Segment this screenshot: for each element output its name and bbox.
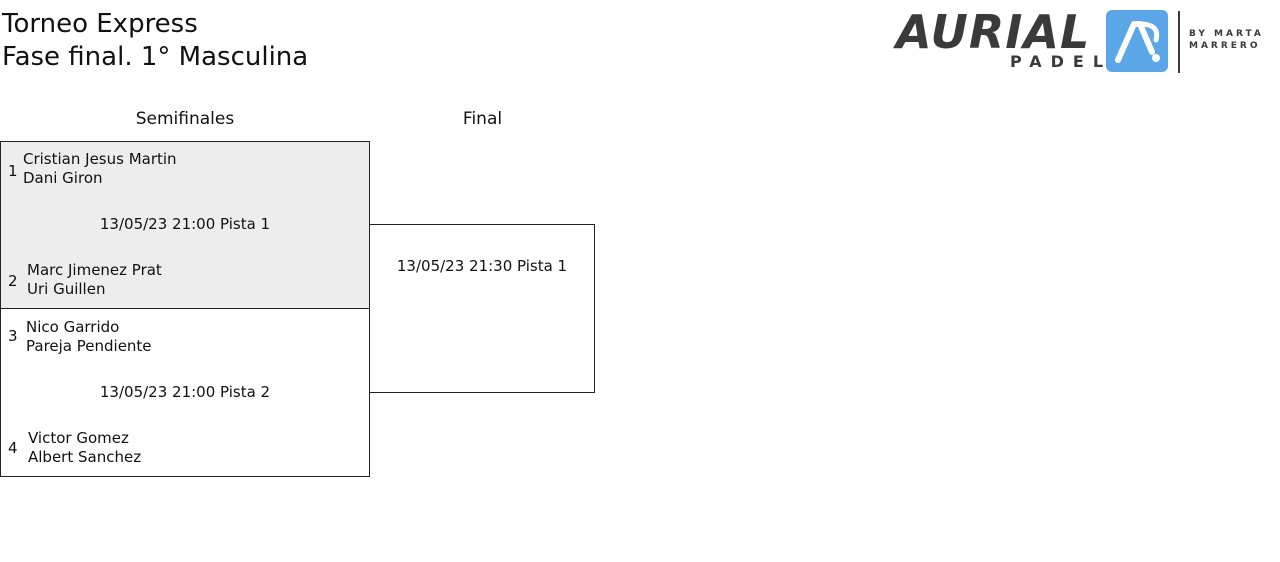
logo-badge-icon bbox=[1106, 10, 1168, 72]
seed-number: 2 bbox=[8, 272, 18, 290]
logo-wordmark: AURIAL bbox=[896, 5, 1091, 59]
match-schedule: 13/05/23 21:00 Pista 2 bbox=[99, 383, 271, 401]
match-schedule: 13/05/23 21:30 Pista 1 bbox=[396, 257, 568, 275]
player-name: Dani Giron bbox=[23, 169, 103, 187]
logo-byline-1: BY MARTA bbox=[1189, 29, 1264, 39]
semifinal-match-2: 3 Nico Garrido Pareja Pendiente 13/05/23… bbox=[0, 308, 370, 477]
round-header-final: Final bbox=[462, 109, 503, 129]
final-match: 13/05/23 21:30 Pista 1 bbox=[369, 224, 595, 393]
team-entry: Nico Garrido Pareja Pendiente bbox=[26, 318, 152, 356]
player-name: Pareja Pendiente bbox=[26, 337, 152, 355]
round-header-semifinals: Semifinales bbox=[135, 109, 235, 129]
logo-byline-2: MARRERO bbox=[1189, 41, 1261, 51]
brand-logo: AURIAL PADEL BY MARTA MARRERO bbox=[896, 8, 1272, 76]
semifinal-match-1: 1 Cristian Jesus Martin Dani Giron 13/05… bbox=[0, 141, 370, 309]
player-name: Uri Guillen bbox=[27, 280, 106, 298]
logo-subtitle: PADEL bbox=[1010, 52, 1113, 71]
page-title: Torneo Express bbox=[2, 9, 198, 39]
team-entry: Victor Gomez Albert Sanchez bbox=[28, 429, 141, 467]
player-name: Victor Gomez bbox=[28, 429, 129, 447]
logo-byline: BY MARTA MARRERO bbox=[1189, 28, 1264, 52]
team-entry: Cristian Jesus Martin Dani Giron bbox=[23, 150, 177, 188]
player-name: Nico Garrido bbox=[26, 318, 120, 336]
team-entry: Marc Jimenez Prat Uri Guillen bbox=[27, 261, 162, 299]
seed-number: 3 bbox=[8, 327, 18, 345]
seed-number: 4 bbox=[8, 439, 18, 457]
player-name: Albert Sanchez bbox=[28, 448, 142, 466]
player-name: Marc Jimenez Prat bbox=[27, 261, 162, 279]
seed-number: 1 bbox=[8, 162, 18, 180]
match-schedule: 13/05/23 21:00 Pista 1 bbox=[99, 215, 271, 233]
logo-divider bbox=[1178, 11, 1180, 73]
player-name: Cristian Jesus Martin bbox=[23, 150, 177, 168]
page-subtitle: Fase final. 1° Masculina bbox=[2, 42, 309, 72]
